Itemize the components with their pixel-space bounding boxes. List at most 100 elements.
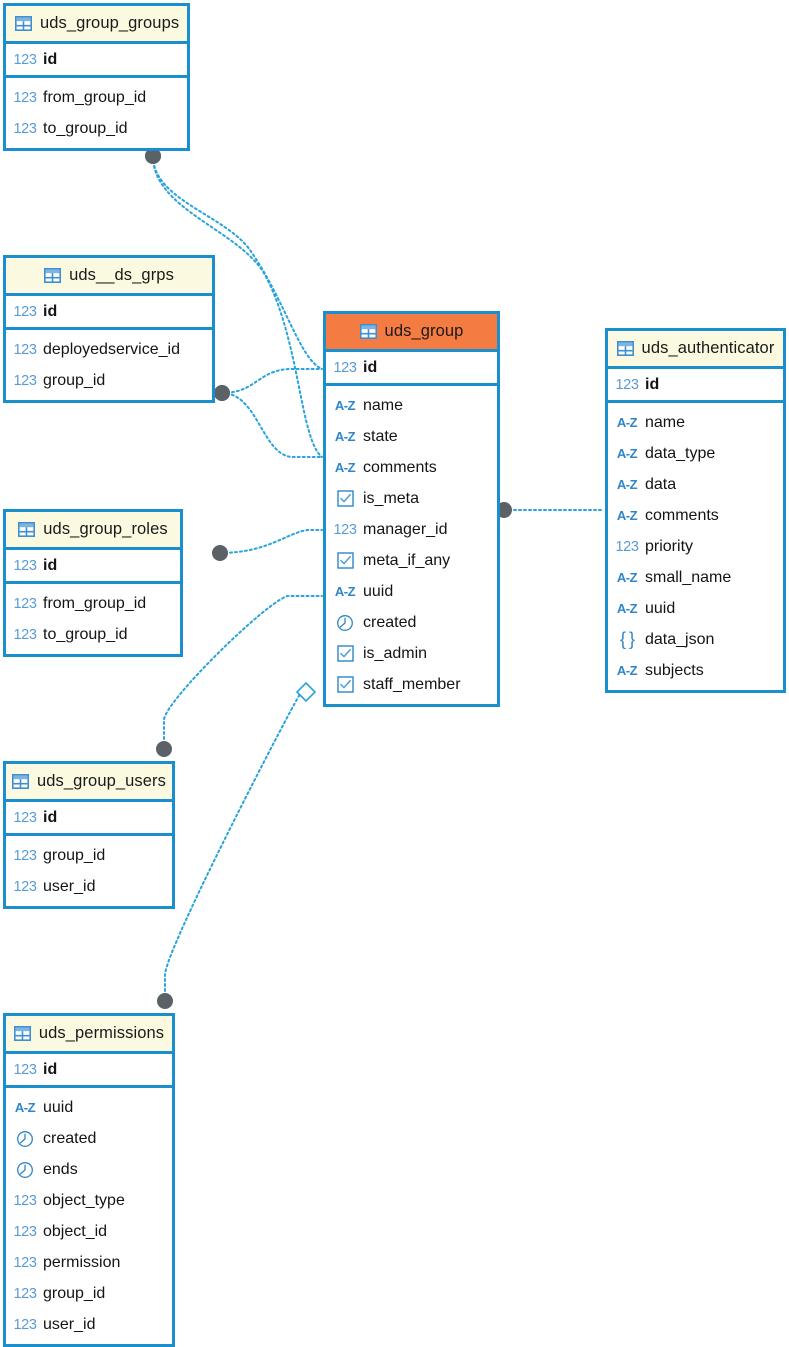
column-name: group_id: [43, 1284, 106, 1302]
number-123-icon: 123: [333, 359, 357, 376]
primary-key-row[interactable]: 123 id: [326, 352, 497, 383]
table-header-uds_group[interactable]: uds_group: [326, 314, 497, 352]
column-row[interactable]: 123 priority: [608, 531, 783, 562]
column-name: deployedservice_id: [43, 340, 180, 358]
text-az-icon: A-Z: [616, 570, 638, 585]
column-row[interactable]: meta_if_any: [326, 545, 497, 576]
number-123-icon: 123: [13, 809, 37, 826]
table-header-uds_group_users[interactable]: uds_group_users: [6, 764, 172, 802]
table-name: uds_authenticator: [641, 339, 775, 357]
column-row[interactable]: is_admin: [326, 638, 497, 669]
text-az-icon: A-Z: [616, 663, 638, 678]
relationship-uds_permissions-to-uds_group[interactable]: [157, 681, 317, 1009]
table-header-uds_group_groups[interactable]: uds_group_groups: [6, 6, 187, 44]
table-name: uds__ds_grps: [69, 266, 174, 284]
relationship-endpoint-circle: [212, 545, 228, 561]
relationship-uds_group_roles-to-uds_group[interactable]: [212, 529, 323, 561]
column-row[interactable]: A-Z small_name: [608, 562, 783, 593]
column-row[interactable]: A-Z uuid: [608, 593, 783, 624]
relationship-line: [221, 368, 323, 394]
number-123-icon: 123: [13, 303, 37, 320]
number-123-icon: 123: [13, 557, 37, 574]
column-row[interactable]: created: [326, 607, 497, 638]
relationship-line: [219, 529, 323, 554]
column-name: is_meta: [363, 489, 420, 507]
text-az-icon: A-Z: [14, 1100, 36, 1115]
number-123-icon: 123: [615, 538, 639, 555]
column-name: manager_id: [363, 520, 448, 538]
column-name: user_id: [43, 877, 96, 895]
relationship-uds__ds_grps-to-uds_group[interactable]: [214, 385, 323, 458]
column-name: comments: [645, 506, 719, 524]
column-row[interactable]: staff_member: [326, 669, 497, 700]
column-name: user_id: [43, 1315, 96, 1333]
column-name: state: [363, 427, 398, 445]
table-grid-icon: [15, 16, 32, 31]
column-name: small_name: [645, 568, 732, 586]
column-name: uuid: [645, 599, 676, 617]
table-grid-icon: [18, 522, 36, 537]
table-header-uds__ds_grps[interactable]: uds__ds_grps: [6, 258, 212, 296]
number-123-icon: 123: [13, 120, 37, 137]
column-name: priority: [645, 537, 694, 555]
column-name: data: [645, 475, 677, 493]
column-name: id: [363, 358, 378, 376]
clock-icon: [14, 1160, 36, 1180]
table-header-uds_permissions[interactable]: uds_permissions: [6, 1016, 172, 1054]
column-row[interactable]: created: [6, 1123, 172, 1154]
relationship-endpoint-circle: [156, 741, 172, 757]
column-row[interactable]: ends: [6, 1154, 172, 1185]
relationship-uds__ds_grps-to-uds_group[interactable]: [214, 368, 323, 401]
column-name: data_json: [645, 630, 715, 648]
table-header-uds_authenticator[interactable]: uds_authenticator: [608, 331, 783, 369]
column-row[interactable]: { }data_json: [608, 624, 783, 655]
text-az-icon: A-Z: [616, 601, 638, 616]
table-header-uds_group_roles[interactable]: uds_group_roles: [6, 512, 180, 550]
relationship-uds_group-to-uds_authenticator[interactable]: [496, 502, 605, 518]
text-az-icon: A-Z: [334, 429, 356, 444]
column-row[interactable]: A-Z state: [326, 421, 497, 452]
column-row[interactable]: is_meta: [326, 483, 497, 514]
number-123-icon: 123: [13, 372, 37, 389]
